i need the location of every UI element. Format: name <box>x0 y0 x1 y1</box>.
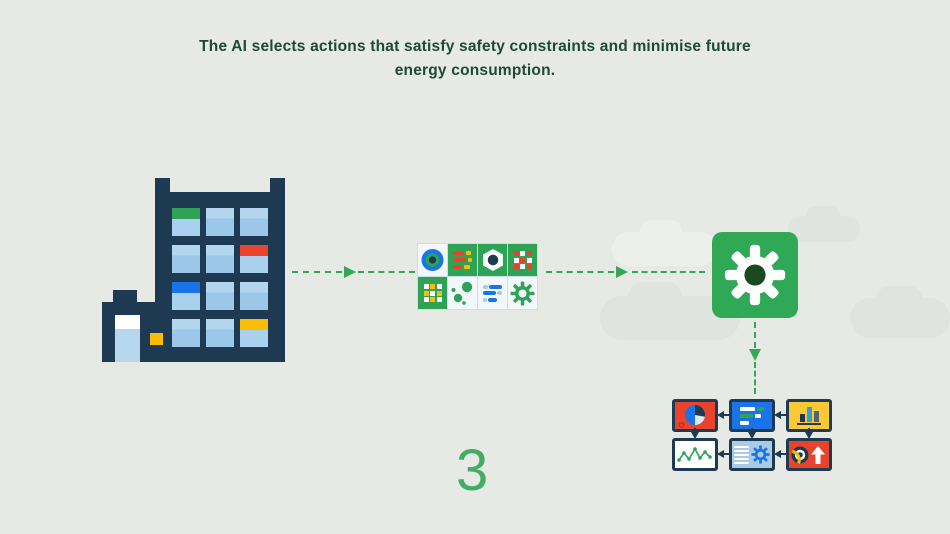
document-gear-icon <box>734 445 770 464</box>
arrow-actions-to-controller-line <box>632 271 705 273</box>
cloud-shape <box>806 206 840 226</box>
yellow-dot-matrix-icon <box>418 277 447 309</box>
arrow-left-icon <box>717 450 724 458</box>
building-parapet-left <box>155 178 170 194</box>
connector-line <box>780 414 787 416</box>
gear-icon <box>724 244 786 306</box>
building-parapet-right <box>270 178 285 194</box>
building-annex-window <box>150 333 163 345</box>
gear-icon <box>508 277 537 309</box>
list-bars-icon <box>740 406 764 425</box>
gauge-up-arrow-tile <box>786 438 832 471</box>
hex-nut-icon <box>478 244 507 276</box>
caption-line-1: The AI selects actions that satisfy safe… <box>199 38 751 55</box>
red-yellow-bars-icon <box>448 244 477 276</box>
building-window <box>172 245 200 273</box>
data-centre-building <box>100 178 285 362</box>
caption-line-2: energy consumption. <box>394 62 556 79</box>
cloud-shape <box>628 282 682 312</box>
caption-text: The AI selects actions that satisfy safe… <box>0 35 950 83</box>
building-annex-roof <box>113 290 137 302</box>
line-chart-icon <box>677 446 712 462</box>
building-window <box>206 208 234 236</box>
building-window <box>206 282 234 310</box>
arrow-down-icon <box>748 432 756 439</box>
scatter-dots-icon <box>448 277 477 309</box>
cloud-shape <box>876 286 922 312</box>
building-window-yellow <box>240 319 268 347</box>
gauge-up-arrow-icon <box>791 445 825 464</box>
connector-line <box>780 453 787 455</box>
arrow-left-icon <box>717 411 724 419</box>
ai-controller-card <box>712 232 798 318</box>
arrow-left-icon <box>774 411 781 419</box>
building-window <box>206 245 234 273</box>
arrow-building-to-actions-line <box>358 271 415 273</box>
bar-chart-icon <box>797 406 821 426</box>
arrow-right-icon <box>616 266 628 278</box>
pie-chart-icon <box>678 404 706 428</box>
line-chart-tile <box>672 438 718 471</box>
building-door <box>115 315 140 362</box>
building-window <box>240 208 268 236</box>
building-window <box>206 319 234 347</box>
arrow-right-icon <box>344 266 356 278</box>
connector-line <box>694 428 696 433</box>
arrow-controller-to-outputs-line <box>754 362 756 394</box>
building-window-red <box>240 245 268 273</box>
building-window-blue <box>172 282 200 310</box>
connector-line <box>808 428 810 433</box>
arrow-down-icon <box>749 349 761 361</box>
connector-line <box>723 414 730 416</box>
target-dial-icon <box>418 244 447 276</box>
connector-line <box>723 453 730 455</box>
cloud-shape <box>640 220 682 244</box>
building-window <box>172 319 200 347</box>
building-window <box>240 282 268 310</box>
document-gear-tile <box>729 438 775 471</box>
connector-line <box>751 428 753 433</box>
step-number: 3 <box>456 438 489 503</box>
building-window-green <box>172 208 200 236</box>
action-options-grid <box>417 243 538 310</box>
arrow-left-icon <box>774 450 781 458</box>
arrow-down-icon <box>691 432 699 439</box>
arrow-building-to-actions-line <box>292 271 342 273</box>
slider-bars-icon <box>478 277 507 309</box>
arrow-down-icon <box>805 432 813 439</box>
arrow-controller-to-outputs-line <box>754 322 756 348</box>
arrow-actions-to-controller-line <box>546 271 614 273</box>
red-dot-matrix-icon <box>508 244 537 276</box>
